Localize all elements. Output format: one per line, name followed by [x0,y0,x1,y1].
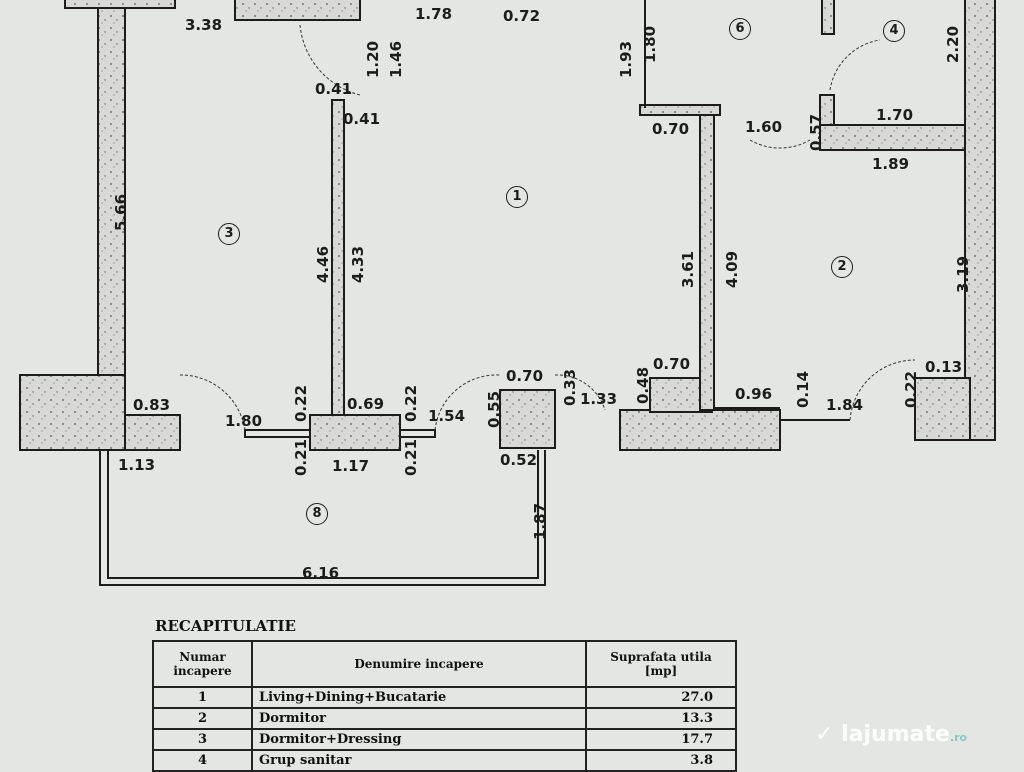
dimension-label: 3.61 [679,250,698,289]
table-header-row: Numar incapere Denumire incapere Suprafa… [152,640,737,688]
dimension-label: 4.33 [349,245,368,284]
dimension-label: 0.83 [133,396,171,414]
dimension-label: 0.55 [485,390,504,429]
table-row: 2 Dormitor 13.3 [152,707,737,730]
dimension-label: 5.66 [112,193,131,232]
dimension-label: 0.96 [735,385,773,403]
dimension-label: 0.48 [634,366,653,405]
logo-tld: .ro [949,731,968,744]
handshake-icon: ✓ [815,722,834,747]
dimension-label: 1.54 [428,407,466,425]
dimension-label: 1.84 [826,396,864,414]
header-numar: Numar incapere [152,640,253,688]
dimension-label: 3.19 [954,255,973,294]
dimension-label: 0.41 [343,110,381,128]
dimension-label: 2.20 [944,25,963,64]
dimension-label: 0.22 [292,384,311,423]
lines [99,0,850,586]
door-swings [179,24,916,431]
dimension-label: 3.38 [185,16,223,34]
dimension-label: 4.09 [723,250,742,289]
summary-table: Numar incapere Denumire incapere Suprafa… [152,640,737,772]
dimension-label: 0.21 [292,438,311,477]
room-marker-2: 2 [831,256,853,278]
room-marker-1: 1 [506,186,528,208]
dimension-label: 1.89 [872,155,910,173]
dimension-label: 0.70 [653,355,691,373]
dimension-label: 0.13 [925,358,963,376]
cell-name: Living+Dining+Bucatarie [251,686,587,709]
logo-name: lajumate [841,722,950,747]
cell-nr: 2 [152,707,253,730]
dimension-label: 1.17 [332,457,370,475]
room-marker-8: 8 [306,503,328,525]
dimension-label: 1.80 [225,412,263,430]
dimension-label: 0.57 [807,113,826,152]
dimension-label: 0.33 [561,368,580,407]
dimension-label: 0.70 [506,367,544,385]
header-denumire: Denumire incapere [251,640,587,688]
table-title: RECAPITULATIE [155,617,296,635]
cell-area: 17.7 [585,728,737,751]
dimension-label: 0.72 [503,7,541,25]
dimension-label: 1.20 [364,40,383,79]
cell-area: 13.3 [585,707,737,730]
dimension-label: 0.70 [652,120,690,138]
dimension-label: 0.22 [402,384,421,423]
table-row: 3 Dormitor+Dressing 17.7 [152,728,737,751]
dimension-label: 0.21 [402,438,421,477]
dimension-label: 1.70 [876,106,914,124]
cell-name: Dormitor+Dressing [251,728,587,751]
cell-name: Dormitor [251,707,587,730]
dimension-label: 0.22 [902,370,921,409]
room-marker-3: 3 [218,223,240,245]
cell-nr: 1 [152,686,253,709]
dimension-label: 0.41 [315,80,353,98]
header-suprafata: Suprafata utila [mp] [585,640,737,688]
dimension-label: 4.46 [314,245,333,284]
dimension-label: 1.46 [387,40,406,79]
dimension-label: 1.87 [531,502,550,541]
dimension-label: 6.16 [302,564,340,582]
dimension-label: 1.80 [641,25,660,64]
dimension-label: 1.13 [118,456,156,474]
cell-area: 27.0 [585,686,737,709]
table-row: 1 Living+Dining+Bucatarie 27.0 [152,686,737,709]
dimension-label: 1.60 [745,118,783,136]
room-marker-4: 4 [883,20,905,42]
dimension-label: 0.52 [500,451,538,469]
dimension-label: 1.33 [580,390,618,408]
dimension-label: 0.14 [794,370,813,409]
dimension-label: 1.78 [415,5,453,23]
room-marker-6: 6 [729,18,751,40]
cell-nr: 3 [152,728,253,751]
lajumate-logo: ✓ lajumate.ro [815,722,967,747]
dimension-label: 0.69 [347,395,385,413]
dimension-label: 1.93 [617,40,636,79]
